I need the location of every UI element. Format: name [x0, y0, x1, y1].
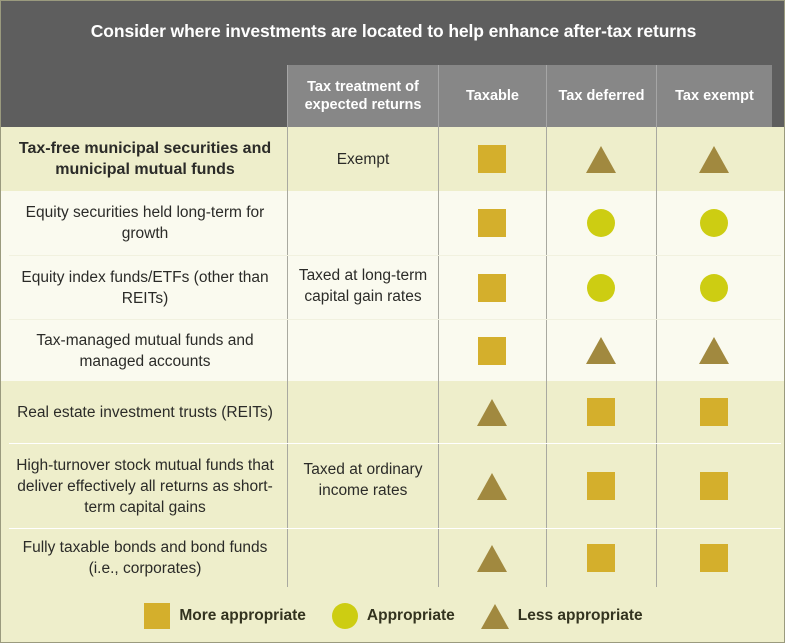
circle-icon [700, 273, 728, 302]
row-label: Tax-managed mutual funds and managed acc… [36, 331, 254, 370]
triangle-icon [477, 398, 507, 426]
triangle-icon [477, 544, 507, 572]
table-row: Equity index funds/ETFs (other than REIT… [1, 256, 784, 319]
triangle-icon [480, 603, 509, 629]
group-band-ordinary [1, 381, 784, 642]
cell-deferred [546, 529, 656, 587]
circle-icon [700, 209, 728, 237]
legend-label: More appropriate [179, 607, 306, 624]
table-row: Fully taxable bonds and bond funds (i.e.… [1, 529, 784, 587]
row-label: Fully taxable bonds and bond funds (i.e.… [22, 539, 268, 577]
treatment-cell: Taxed at long-term capital gain rates [298, 267, 428, 305]
row-label: High-turnover stock mutual funds that de… [16, 456, 274, 516]
triangle-icon [699, 337, 729, 364]
triangle-icon [586, 337, 616, 364]
cell-exempt [656, 444, 772, 528]
cell-taxable [438, 381, 546, 443]
square-icon [478, 336, 506, 365]
treatment-cell: Taxed at ordinary income rates [303, 461, 423, 499]
column-divider-1 [287, 127, 288, 587]
cell-deferred [546, 320, 656, 381]
legend: More appropriate Appropriate Less approp… [1, 589, 784, 642]
cell-taxable [438, 256, 546, 319]
cell-deferred [546, 381, 656, 443]
row-label: Equity index funds/ETFs (other than REIT… [21, 268, 269, 307]
row-label: Equity securities held long-term for gro… [25, 204, 265, 242]
square-icon [587, 544, 615, 572]
table-row: Tax-free municipal securities and munici… [1, 127, 784, 191]
cell-exempt [656, 529, 772, 587]
triangle-icon [477, 472, 507, 500]
table-row: Real estate investment trusts (REITs) [1, 381, 784, 443]
row-label: Tax-free municipal securities and munici… [18, 140, 272, 178]
square-icon [700, 472, 728, 500]
cell-taxable [438, 529, 546, 587]
cell-taxable [438, 127, 546, 191]
cell-exempt [656, 191, 772, 255]
legend-item-less-appropriate: Less appropriate [480, 603, 643, 629]
circle-icon [331, 603, 358, 629]
square-icon [478, 273, 506, 302]
row-separator [9, 443, 781, 444]
column-divider-2 [438, 127, 439, 587]
row-separator [9, 255, 781, 256]
cell-deferred [546, 127, 656, 191]
row-separator [9, 528, 781, 529]
legend-label: Less appropriate [517, 607, 643, 624]
circle-icon [587, 209, 615, 237]
cell-exempt [656, 320, 772, 381]
column-divider-4 [656, 127, 657, 587]
square-icon [144, 603, 171, 629]
circle-icon [587, 273, 615, 302]
table-row: Tax-managed mutual funds and managed acc… [1, 320, 784, 381]
row-label: Real estate investment trusts (REITs) [17, 403, 273, 421]
group-band-longterm [1, 191, 784, 381]
treatment-cell: Exempt [336, 150, 390, 168]
cell-deferred [546, 256, 656, 319]
table-row: Equity securities held long-term for gro… [1, 191, 784, 255]
row-separator [9, 319, 781, 320]
cell-exempt [656, 381, 772, 443]
cell-deferred [546, 444, 656, 528]
square-icon [700, 398, 728, 426]
cell-deferred [546, 191, 656, 255]
square-icon [587, 398, 615, 426]
cell-exempt [656, 127, 772, 191]
cell-taxable [438, 191, 546, 255]
triangle-icon [699, 145, 729, 173]
legend-item-more-appropriate: More appropriate [144, 603, 306, 629]
legend-label: Appropriate [366, 607, 455, 624]
column-header-taxable: Taxable [438, 65, 546, 127]
column-header-treatment: Tax treatment of expected returns [287, 65, 438, 127]
group-band-exempt [1, 127, 784, 191]
legend-item-appropriate: Appropriate [331, 603, 455, 629]
cell-taxable [438, 444, 546, 528]
square-icon [700, 544, 728, 572]
table-row: High-turnover stock mutual funds that de… [1, 444, 784, 528]
square-icon [478, 145, 506, 173]
square-icon [587, 472, 615, 500]
square-icon [478, 209, 506, 237]
column-header-deferred: Tax deferred [546, 65, 656, 127]
cell-taxable [438, 320, 546, 381]
triangle-icon [586, 145, 616, 173]
column-header-exempt: Tax exempt [656, 65, 772, 127]
cell-exempt [656, 256, 772, 319]
page-title: Consider where investments are located t… [90, 21, 697, 41]
column-divider-3 [546, 127, 547, 587]
